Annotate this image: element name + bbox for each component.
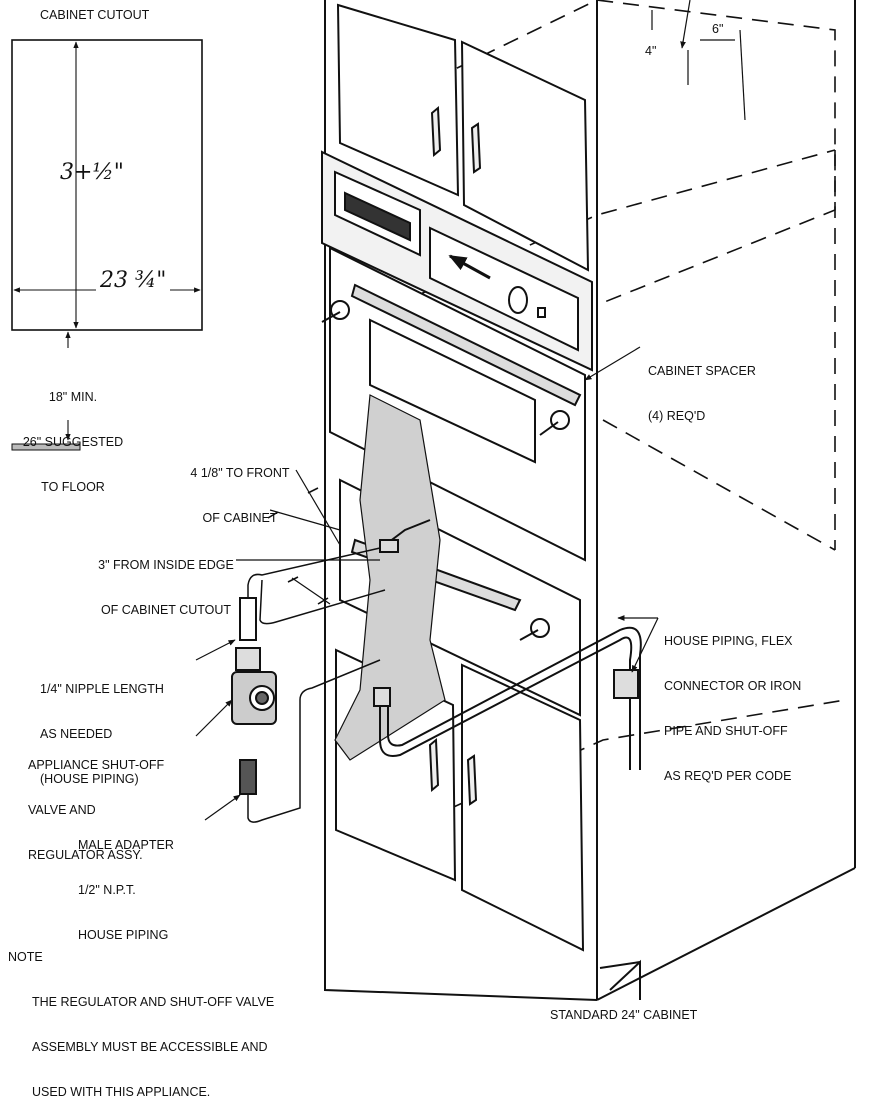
adapter-line-1: MALE ADAPTER <box>78 838 174 852</box>
upper-oven-handle <box>350 283 582 407</box>
adapter-line-3: HOUSE PIPING <box>78 928 169 942</box>
note-heading: NOTE <box>8 950 43 964</box>
top-mid-dimension: 4" <box>645 44 657 58</box>
lower-right-door-handle <box>466 754 478 806</box>
front-offset-line-1: 4 1/8" TO FRONT <box>190 466 290 480</box>
nipple-line-2: AS NEEDED <box>40 727 113 741</box>
valve-line-2: VALVE AND <box>28 803 96 817</box>
cabinet-spacer-screw-lower <box>530 618 550 638</box>
floor-note-line-1: 18" MIN. <box>48 390 98 404</box>
upper-oven-window <box>369 318 536 464</box>
valve-label: APPLIANCE SHUT-OFF VALVE AND REGULATOR A… <box>28 728 164 878</box>
quarter-nipple <box>239 597 257 641</box>
house-shutoff-valve <box>613 669 639 699</box>
male-adapter <box>239 759 257 795</box>
house-piping <box>373 519 642 770</box>
connector-fitting <box>373 687 391 707</box>
nipple-label: 1/4" NIPPLE LENGTH AS NEEDED (HOUSE PIPI… <box>40 652 164 802</box>
spacer-line-2: (4) REQ'D <box>648 409 706 423</box>
nipple-line-3: (HOUSE PIPING) <box>40 772 139 786</box>
cabinet-outline <box>324 0 856 1001</box>
inlet-bracket <box>379 539 399 553</box>
front-offset-label: 4 1/8" TO FRONT OF CABINET <box>170 436 310 541</box>
oven-knob <box>508 286 528 314</box>
installation-diagram <box>11 0 856 1001</box>
upper-cabinet-doors <box>336 3 590 272</box>
house-piping-line-3: PIPE AND SHUT-OFF <box>664 724 788 738</box>
floor-note-line-3: TO FLOOR <box>41 480 105 494</box>
house-piping-label: HOUSE PIPING, FLEX CONNECTOR OR IRON PIP… <box>664 604 801 799</box>
inside-edge-line-2: OF CABINET CUTOUT <box>100 603 232 617</box>
inside-edge-label: 3" FROM INSIDE EDGE OF CABINET CUTOUT <box>76 528 256 633</box>
flex-connector-area <box>334 394 446 761</box>
note-block: NOTE THE REGULATOR AND SHUT-OFF VALVE AS… <box>8 920 274 1115</box>
left-pipe-route <box>247 547 386 823</box>
adapter-label: MALE ADAPTER 1/2" N.P.T. HOUSE PIPING <box>78 808 174 958</box>
dimension-ticks <box>267 487 329 605</box>
upper-left-door-handle <box>430 105 442 158</box>
cutout-width-dimension: 23 ¾" <box>96 268 171 293</box>
valve-line-3: REGULATOR ASSY. <box>28 848 143 862</box>
regulator-assembly <box>231 597 277 795</box>
valve-line-1: APPLIANCE SHUT-OFF <box>28 758 165 772</box>
lower-left-door-handle <box>428 737 440 793</box>
note-line-2: ASSEMBLY MUST BE ACCESSIBLE AND <box>32 1040 268 1054</box>
upper-right-door-handle <box>470 122 482 174</box>
floor-hatch <box>11 443 81 451</box>
front-offset-line-2: OF CABINET <box>202 511 278 525</box>
house-piping-line-4: AS REQ'D PER CODE <box>664 769 792 783</box>
diagram-caption: STANDARD 24" CABINET <box>550 1008 698 1022</box>
spacer-label: CABINET SPACER (4) REQ'D <box>648 334 756 439</box>
floor-note-line-2: 26" SUGGESTED <box>22 435 124 449</box>
cutout-rectangle <box>11 39 203 331</box>
upper-oven-door <box>321 246 586 562</box>
floor-note: 18" MIN. 26" SUGGESTED TO FLOOR <box>18 360 128 510</box>
note-line-3: USED WITH THIS APPLIANCE. <box>32 1085 211 1099</box>
cabinet-cutout-title: CABINET CUTOUT <box>40 8 150 22</box>
shutoff-fitting <box>235 647 261 671</box>
note-line-1: THE REGULATOR AND SHUT-OFF VALVE <box>32 995 275 1009</box>
leader-lines <box>195 0 746 821</box>
nipple-line-1: 1/4" NIPPLE LENGTH <box>40 682 164 696</box>
oven-control-panel <box>321 150 593 372</box>
spacer-line-1: CABINET SPACER <box>648 364 756 378</box>
adapter-line-2: 1/2" N.P.T. <box>78 883 136 897</box>
house-piping-line-1: HOUSE PIPING, FLEX <box>664 634 793 648</box>
oven-indicator <box>537 307 546 318</box>
top-right-dimension: 6" <box>712 22 724 36</box>
cutout-height-dimension: 3+½" <box>60 160 124 185</box>
house-piping-line-2: CONNECTOR OR IRON <box>664 679 802 693</box>
inside-edge-line-1: 3" FROM INSIDE EDGE <box>98 558 234 572</box>
